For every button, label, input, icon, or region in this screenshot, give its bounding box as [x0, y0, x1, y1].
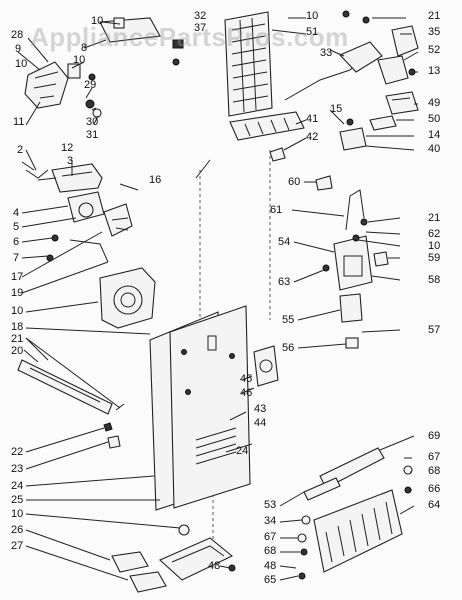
callout-67a: 67 — [428, 451, 441, 463]
screw-parts-top-left — [25, 73, 102, 179]
rear-panel-part — [149, 305, 279, 511]
leader-lines — [17, 17, 419, 581]
control-housing-part — [24, 61, 81, 109]
callout-44: 44 — [254, 417, 267, 429]
callout-10a: 10 — [91, 15, 104, 27]
callout-11: 11 — [13, 116, 25, 128]
callout-21b: 21 — [428, 10, 441, 22]
watermark: AppliancePartsPros.com — [30, 22, 349, 52]
callout-10g: 10 — [428, 240, 441, 252]
callout-52: 52 — [428, 44, 441, 56]
fan-motor-part — [46, 191, 133, 263]
callout-27: 27 — [11, 540, 24, 552]
callout-34: 34 — [264, 515, 277, 527]
callout-25: 25 — [11, 494, 24, 506]
callout-4: 4 — [13, 207, 20, 219]
callout-14: 14 — [428, 129, 441, 141]
callout-20: 20 — [11, 345, 24, 357]
callout-7: 7 — [13, 252, 20, 264]
control-module-part — [322, 189, 389, 349]
callout-10d: 10 — [11, 305, 24, 317]
callout-35: 35 — [428, 26, 441, 38]
callout-10f: 10 — [306, 10, 319, 22]
callout-13: 13 — [428, 65, 441, 77]
callout-64: 64 — [428, 499, 441, 511]
callout-22: 22 — [11, 446, 24, 458]
evaporator-coil-part — [224, 11, 273, 117]
callout-21c: 21 — [428, 212, 441, 224]
condenser-tube-part — [301, 447, 385, 525]
drain-pan-part — [111, 524, 236, 593]
callout-48: 48 — [208, 560, 221, 572]
callout-61: 61 — [270, 204, 283, 216]
callout-67b: 67 — [264, 531, 277, 543]
fin-pan-part — [297, 465, 413, 580]
callout-49: 49 — [428, 97, 441, 109]
callout-24b: 24 — [236, 445, 249, 457]
callout-68b: 68 — [264, 545, 277, 557]
callout-45: 45 — [240, 373, 253, 385]
callout-26: 26 — [11, 524, 24, 536]
callout-69: 69 — [428, 430, 441, 442]
callout-29: 29 — [84, 79, 97, 91]
callout-40: 40 — [428, 143, 441, 155]
fan-shroud-part — [99, 267, 156, 329]
clip-parts-left — [103, 422, 121, 449]
callout-60: 60 — [288, 176, 301, 188]
callout-57: 57 — [428, 324, 441, 336]
callout-55: 55 — [282, 314, 295, 326]
callout-9: 9 — [15, 43, 22, 55]
callout-41: 41 — [306, 113, 319, 125]
callout-23: 23 — [11, 463, 24, 475]
callout-17: 17 — [11, 271, 24, 283]
callout-53: 53 — [264, 499, 277, 511]
callout-59: 59 — [428, 252, 441, 264]
callout-54: 54 — [278, 236, 291, 248]
callout-6: 6 — [13, 236, 20, 248]
callout-8: 8 — [81, 42, 88, 54]
callout-28: 28 — [11, 29, 24, 41]
callout-48b: 48 — [264, 560, 277, 572]
callout-37: 37 — [194, 22, 207, 34]
light-rail-part — [17, 359, 125, 415]
callout-16: 16 — [149, 174, 162, 186]
callout-10b: 10 — [15, 58, 28, 70]
callout-46: 46 — [240, 387, 253, 399]
heater-sensor-part — [315, 91, 419, 191]
callout-15: 15 — [330, 103, 343, 115]
defrost-tray-part — [229, 111, 305, 162]
callout-2: 2 — [17, 144, 24, 156]
callout-32: 32 — [194, 10, 207, 22]
callout-18: 18 — [11, 321, 24, 333]
callout-63: 63 — [278, 276, 291, 288]
callout-21a: 21 — [11, 333, 24, 345]
callout-31: 31 — [86, 129, 99, 141]
callout-10e: 10 — [11, 508, 24, 520]
callout-12: 12 — [61, 142, 74, 154]
callout-24: 24 — [11, 480, 24, 492]
callout-33: 33 — [320, 47, 333, 59]
callout-5: 5 — [13, 221, 20, 233]
callout-3: 3 — [67, 155, 74, 167]
callout-62: 62 — [428, 228, 441, 240]
callout-10c: 10 — [73, 54, 86, 66]
callout-19: 19 — [11, 287, 24, 299]
callout-68a: 68 — [428, 465, 441, 477]
callout-56: 56 — [282, 342, 295, 354]
callout-66: 66 — [428, 483, 441, 495]
callout-65: 65 — [264, 574, 277, 586]
mounting-bracket-part — [51, 163, 103, 193]
callout-42: 42 — [306, 131, 319, 143]
callout-58: 58 — [428, 274, 441, 286]
callout-50: 50 — [428, 113, 441, 125]
callout-43: 43 — [254, 403, 267, 415]
callout-30: 30 — [86, 116, 99, 128]
callout-51: 51 — [306, 26, 319, 38]
